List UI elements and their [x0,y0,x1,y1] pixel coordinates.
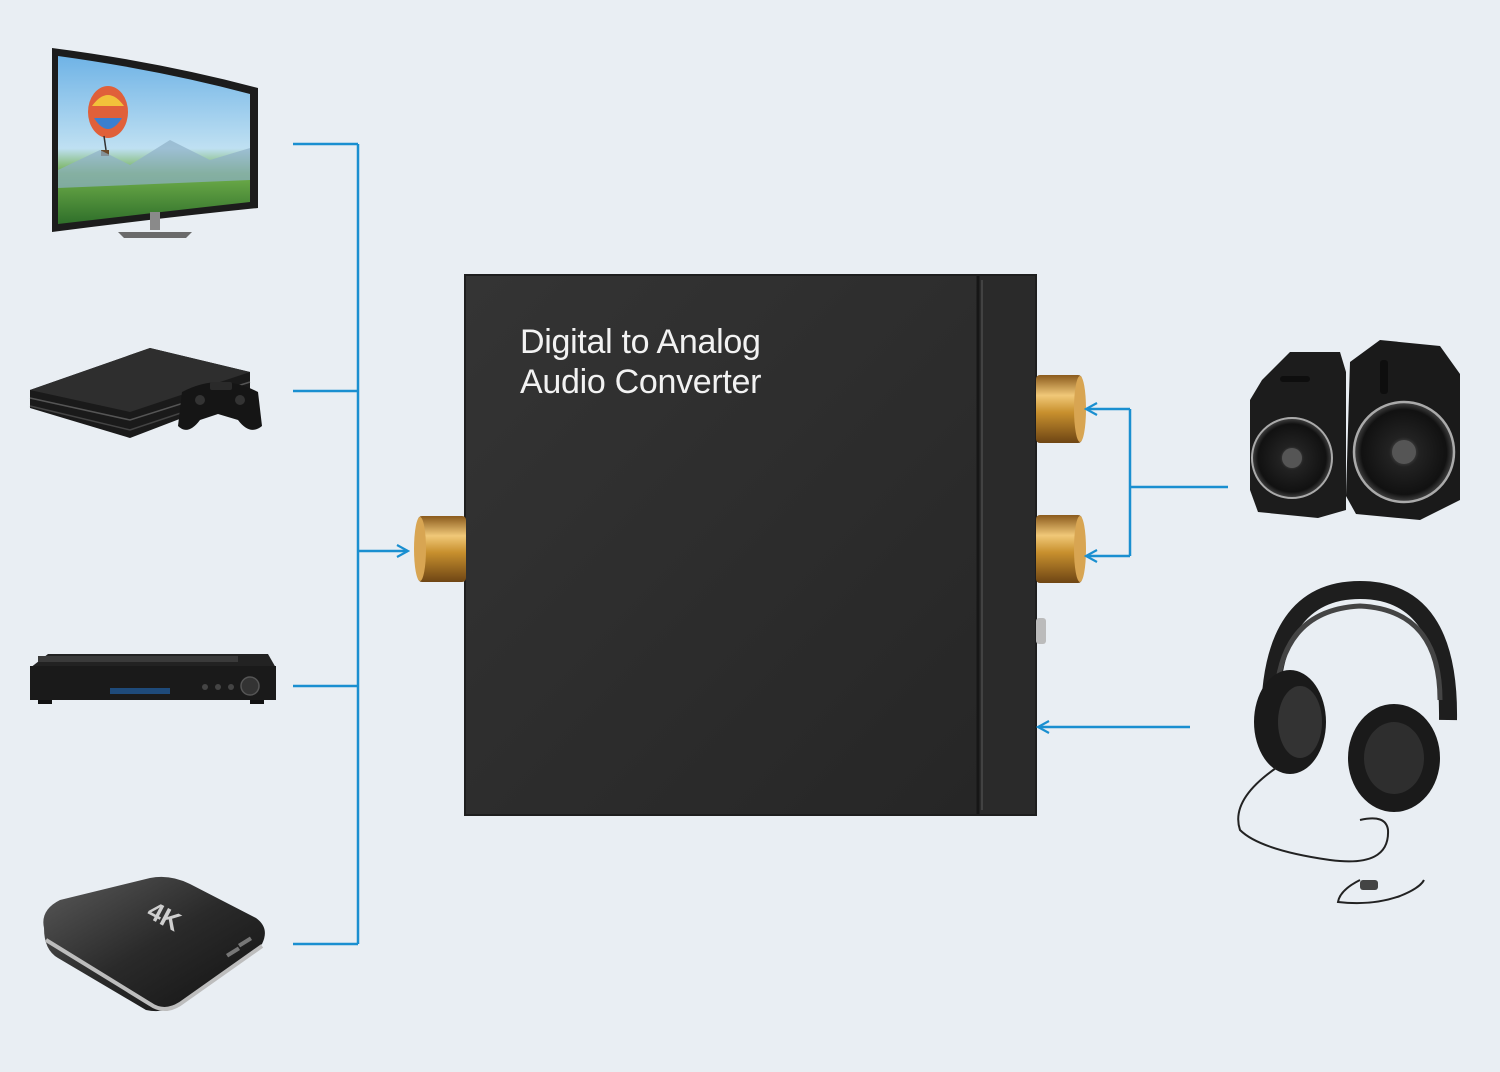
headphone-jack [1036,618,1046,644]
source-connector-lines [293,142,408,946]
game-console-icon [29,348,262,438]
dvd-player-icon [30,654,276,704]
converter-title-line-1: Digital to Analog [520,323,761,361]
rca-output-top-connector [1036,375,1086,443]
converter-device [464,274,1037,816]
converter-title: Digital to Analog Audio Converter [520,322,761,402]
tv-box-icon: 4K [43,876,265,1012]
headphones-icon [1237,580,1458,905]
rca-output-bottom-connector [1036,515,1086,583]
coaxial-input-connector [414,516,466,582]
tv-icon [52,48,258,238]
speakers-icon [1250,340,1460,520]
output-connector-lines [1038,409,1228,727]
converter-title-line-2: Audio Converter [520,363,762,401]
